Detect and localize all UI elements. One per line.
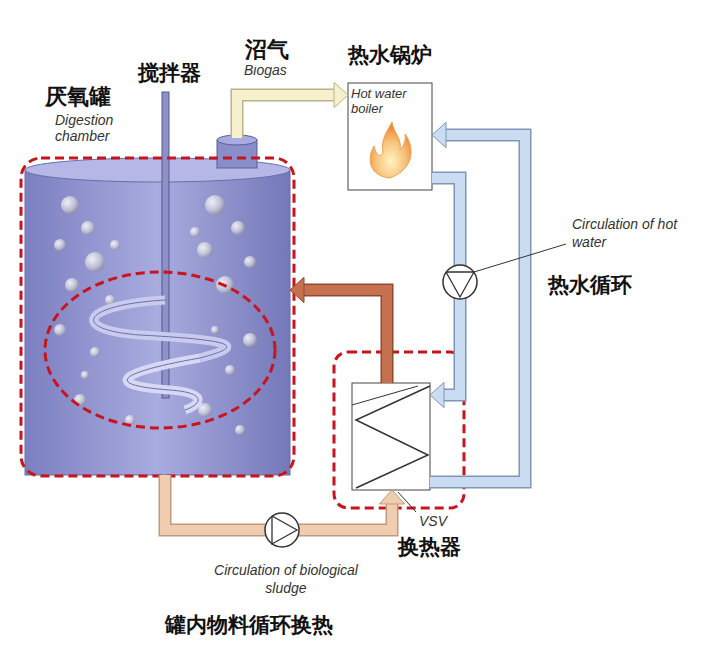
edge-label: 沼气 [245,35,289,65]
gas-bubble [231,221,245,235]
gas-bubble [244,256,256,268]
pipes [165,82,525,530]
gas-bubble [61,196,79,214]
gas-bubble [81,371,89,379]
gas-bubble [211,326,219,334]
gas-bubble [90,347,100,357]
digestion-tank: 厌氧罐Digestion chamber [25,170,290,475]
pipe-connector [237,82,348,138]
leader-line [474,244,566,272]
pipe-line [303,290,387,383]
pump-symbol [443,265,477,299]
gas-bubble [54,324,66,336]
chinese-label: 罐内物料循环换热 [165,612,333,638]
pipe-line [303,290,387,383]
arrow-head [290,277,304,302]
english-label: Circulation of biological sludge [196,562,376,597]
gas-bubble [197,242,213,258]
arrow-head [430,382,444,407]
gas-bubble [81,221,95,235]
english-label: Digestion chamber [55,112,145,144]
tank-body [25,135,290,475]
english-label: Hot water boiler [351,87,431,117]
highlight-outline [45,272,275,428]
gas-bubbles [54,195,257,435]
english-label: VSV [419,513,447,529]
heat-exchanger: VSV换热器 [352,383,430,490]
pump-symbol [265,513,299,547]
leader-line [398,492,416,512]
pipe-connector [290,277,387,383]
highlight-outline [21,158,294,476]
gas-bubble [110,240,120,250]
arrow-head [432,122,446,147]
hot-water-boiler: 热水锅炉Hot water boiler [348,83,432,190]
arrow-head [334,82,348,107]
pipe-connector [430,122,525,482]
gas-bubble [190,227,200,237]
gas-bubble [235,425,245,435]
chinese-label: 热水锅炉 [348,43,432,67]
boiler-body [348,83,432,190]
pipe-line [430,135,525,482]
english-label: Circulation of hot water [572,216,682,251]
gas-bubble [205,195,225,215]
chinese-label: 热水循环 [548,272,632,298]
chinese-label: 换热器 [398,535,461,559]
gas-bubble [65,278,79,292]
pipe-line [237,95,335,138]
arrow-head [379,490,404,504]
heat-exchanger-body [352,383,430,490]
chinese-label: 搅拌器 [138,60,201,86]
gas-bubble [54,239,66,251]
gas-bubble [225,365,235,375]
pipe-line [237,95,335,138]
stirrer [94,92,227,410]
pipe-line [430,135,525,482]
gas-bubble [243,333,257,347]
chinese-label: 厌氧罐 [45,84,111,109]
gas-bubble [85,252,105,272]
